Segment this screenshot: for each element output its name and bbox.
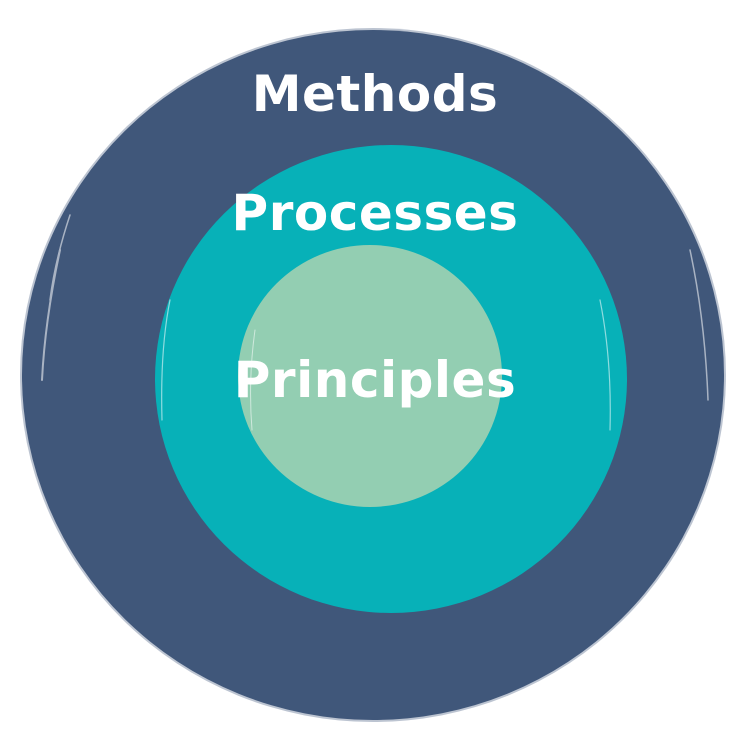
principles-ring (238, 245, 502, 507)
principles-label: Principles (233, 351, 517, 409)
processes-label: Processes (231, 184, 519, 242)
methods-label: Methods (251, 65, 499, 123)
